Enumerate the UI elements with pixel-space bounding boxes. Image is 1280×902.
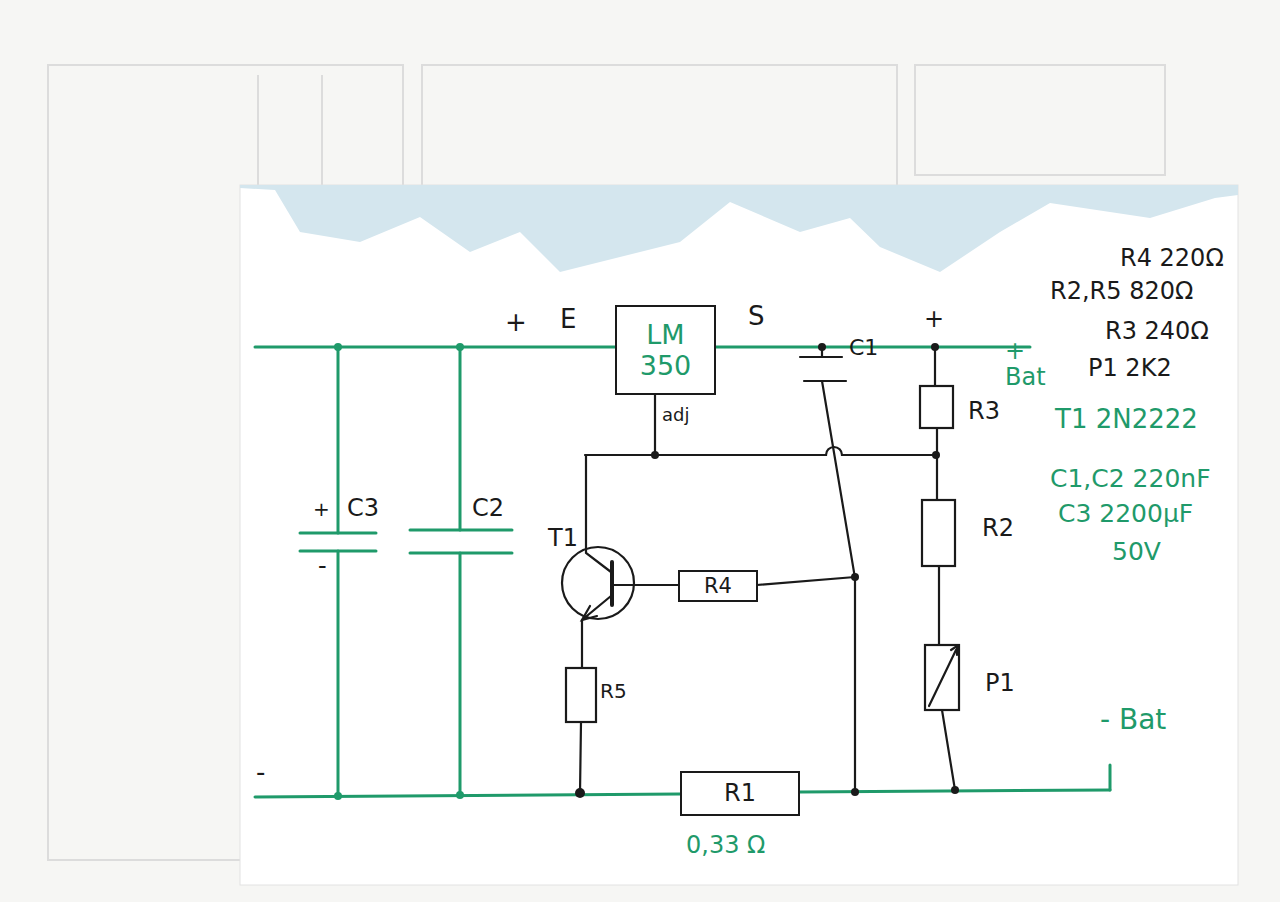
part-text: LM 350	[617, 319, 714, 381]
torn-edge	[240, 185, 1238, 272]
part-value: C1,C2 220nF	[1050, 465, 1211, 493]
resistor-symbol: R1	[680, 771, 800, 816]
resistor-value: 0,33 Ω	[686, 832, 765, 858]
part-text: R4	[704, 574, 732, 598]
pin-name: adj	[662, 405, 689, 425]
polarity-mark: +	[924, 306, 944, 332]
polarity-mark: -	[256, 758, 265, 787]
part-text: R1	[724, 780, 756, 808]
part-name: C3	[347, 495, 379, 521]
part-name: T1	[548, 525, 578, 551]
junction-dots	[575, 343, 959, 798]
resistor-symbol: R4	[678, 570, 758, 602]
circuit-wires	[562, 347, 959, 793]
polarity-mark: +	[313, 498, 330, 520]
pin-name: E	[560, 305, 576, 334]
part-name: C1	[849, 336, 878, 360]
part-name: R5	[600, 680, 627, 702]
part-value: R3 240Ω	[1105, 318, 1209, 344]
part-value: P1 2K2	[1088, 355, 1172, 381]
polarity-mark: +	[505, 308, 527, 337]
junction-dots	[334, 343, 464, 800]
polarity-mark: -	[318, 553, 327, 579]
paper-sheet	[240, 185, 1238, 885]
power-wires	[255, 347, 1110, 797]
part-value: R4 220Ω	[1120, 245, 1224, 271]
part-name: R2	[982, 515, 1014, 541]
regulator-box: LM 350	[615, 305, 716, 395]
part-name: R3	[968, 398, 1000, 424]
part-name: P1	[985, 670, 1015, 696]
pin-name: S	[748, 302, 765, 331]
part-value: R2,R5 820Ω	[1050, 278, 1193, 304]
part-name: C2	[472, 495, 504, 521]
terminal-label: + Bat	[1005, 338, 1055, 391]
part-value: T1 2N2222	[1055, 405, 1198, 434]
terminal-label: - Bat	[1100, 705, 1166, 736]
part-value: C3 2200µF	[1058, 500, 1193, 528]
part-value: 50V	[1112, 538, 1161, 566]
